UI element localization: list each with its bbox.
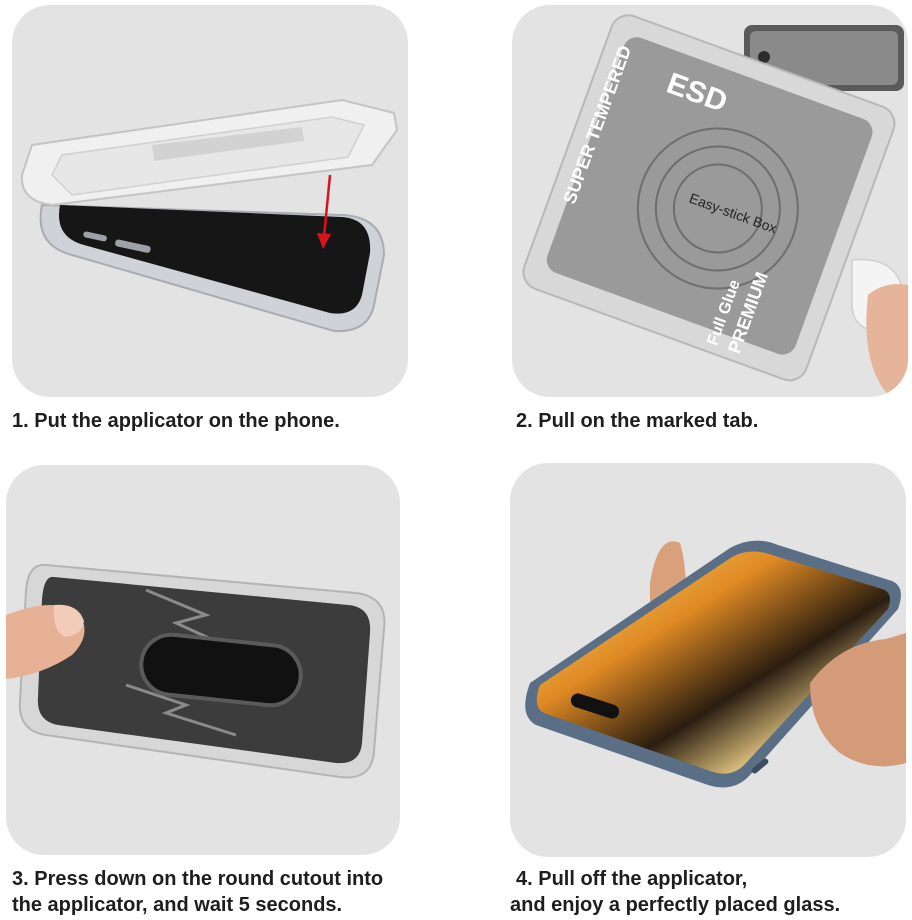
placed-glass-illustration — [525, 540, 906, 788]
lightning-stripe-icon — [125, 683, 237, 737]
phone-screen — [59, 205, 371, 314]
caption-line: and enjoy a perfectly placed glass. — [510, 894, 841, 916]
step-3-caption: 3. Press down on the round cutout into t… — [12, 866, 383, 918]
phone-side-button — [751, 758, 769, 774]
pull-tab-illustration: ESD SUPER TEMPERED Easy-stick Box Full G… — [522, 14, 908, 397]
press-cutout-illustration — [6, 563, 386, 779]
caption-line: 1. Put the applicator on the phone. — [12, 410, 340, 432]
dynamic-island — [570, 693, 620, 719]
phone-side-button — [115, 239, 151, 253]
caption-line: 3. Press down on the round cutout into — [12, 868, 384, 890]
main-box-window — [546, 37, 873, 355]
phone-screen — [536, 551, 890, 774]
caption-line: 4. Pull off the applicator, — [516, 868, 748, 890]
step-2-caption: 2. Pull on the marked tab. — [516, 408, 758, 434]
applicator-label-area — [152, 127, 304, 161]
caption-line: 2. Pull on the marked tab. — [516, 410, 759, 432]
step-2-image-panel: ESD SUPER TEMPERED Easy-stick Box Full G… — [512, 5, 908, 397]
step-4-caption: 4. Pull off the applicator, and enjoy a … — [510, 866, 840, 918]
box-ring — [654, 145, 781, 272]
finger-icon — [866, 284, 908, 397]
step-3-image-panel — [6, 465, 400, 855]
step-4-image-panel — [510, 463, 906, 857]
caption-line: the applicator, and wait 5 seconds. — [12, 894, 343, 916]
down-arrow-icon — [322, 174, 332, 238]
applicator-on-phone-illustration — [20, 98, 399, 333]
box-ring — [636, 127, 799, 290]
right-hand-icon — [810, 633, 906, 767]
small-box-hole — [758, 51, 770, 63]
round-cutout — [139, 632, 303, 708]
phone-side-button — [83, 231, 107, 242]
step-1-caption: 1. Put the applicator on the phone. — [12, 408, 340, 434]
arrow-head-icon — [317, 233, 331, 249]
fingernail-icon — [53, 604, 84, 637]
box-ring — [672, 163, 763, 254]
step-1-image-panel — [12, 5, 408, 397]
